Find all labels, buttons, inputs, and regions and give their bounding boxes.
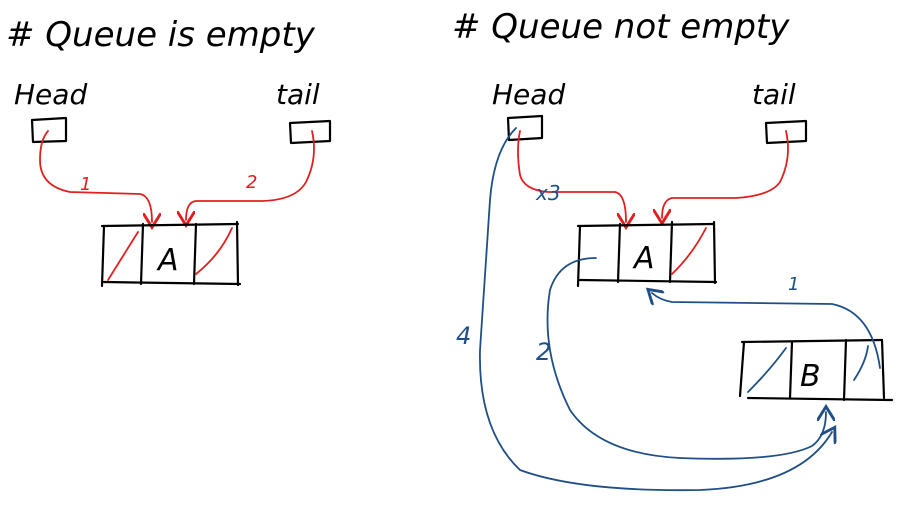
right-step-4-label: 4 bbox=[456, 322, 471, 350]
left-head-to-a-arrow bbox=[39, 130, 152, 222]
right-head-label: Head bbox=[492, 78, 565, 111]
right-head-to-b-link bbox=[479, 127, 832, 492]
left-tail-pointer-box bbox=[288, 119, 332, 145]
right-b-to-a-link bbox=[652, 293, 881, 369]
right-node-a-value: A bbox=[632, 241, 655, 276]
right-null-slash-next bbox=[671, 227, 707, 275]
right-crossed-step-label: x3 bbox=[535, 181, 561, 205]
left-step-1-label: 1 bbox=[80, 174, 91, 195]
right-node-b bbox=[738, 338, 894, 402]
left-node-a bbox=[100, 220, 242, 288]
right-a-to-b-link bbox=[546, 257, 827, 460]
right-step-2-label: 2 bbox=[536, 338, 551, 366]
right-b-next-slash bbox=[853, 345, 869, 381]
left-node-a-value: A bbox=[156, 243, 179, 278]
left-null-slash-next bbox=[195, 227, 233, 275]
right-step-1-label: 1 bbox=[788, 274, 799, 295]
left-heading: # Queue is empty bbox=[6, 15, 316, 55]
right-node-b-value: B bbox=[800, 359, 821, 394]
left-head-label: Head bbox=[14, 78, 87, 111]
right-tail-pointer-box bbox=[764, 119, 808, 145]
right-heading: # Queue not empty bbox=[452, 7, 790, 47]
right-head-pointer-box bbox=[506, 114, 544, 142]
left-step-2-label: 2 bbox=[246, 172, 257, 193]
right-tail-label: tail bbox=[752, 78, 796, 111]
left-tail-to-a-arrow bbox=[186, 130, 315, 220]
left-head-pointer-box bbox=[30, 116, 68, 144]
right-tail-to-a-arrow bbox=[662, 130, 789, 218]
right-node-a bbox=[576, 220, 718, 288]
left-null-slash-prev bbox=[107, 231, 139, 281]
left-tail-label: tail bbox=[276, 78, 320, 111]
right-head-to-a-arrow bbox=[517, 130, 626, 222]
right-b-prev-link-slash bbox=[747, 347, 787, 393]
